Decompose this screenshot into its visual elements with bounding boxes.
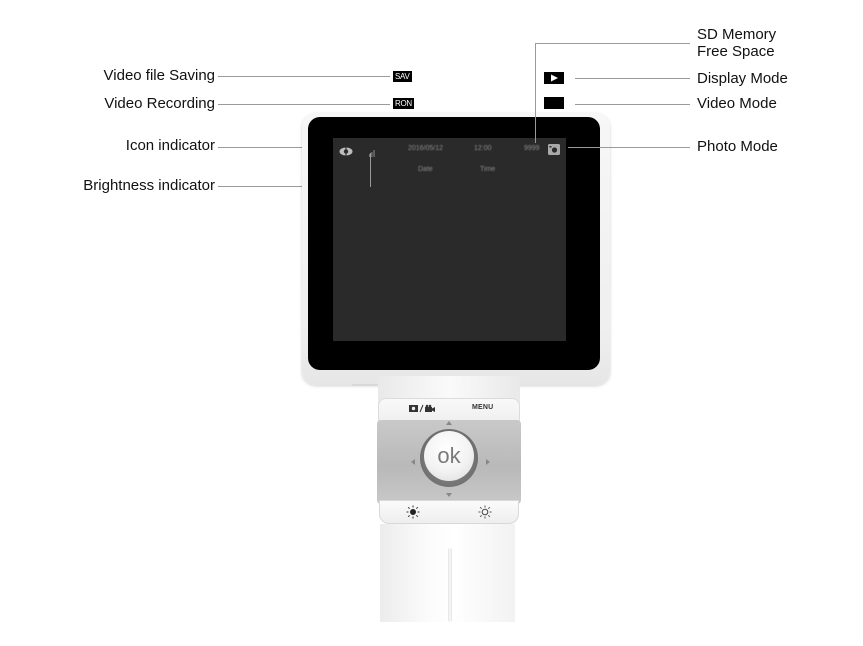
eye-icon <box>339 143 353 161</box>
callout-icon-indicator: Icon indicator <box>125 137 215 154</box>
top-button-strip <box>378 398 520 424</box>
dpad-right-button[interactable] <box>486 459 490 465</box>
leader-line <box>568 147 690 148</box>
menu-button[interactable]: MENU <box>472 404 494 411</box>
device-display-area <box>333 138 566 341</box>
handle-groove <box>448 548 452 622</box>
osd-date-label: Date <box>418 166 433 173</box>
device-handle <box>380 524 515 622</box>
leader-line <box>575 104 690 105</box>
play-icon <box>544 72 564 84</box>
callout-sd-memory-line2: Free Space <box>697 43 775 60</box>
leader-line <box>370 153 371 187</box>
osd-time-value: 12:00 <box>474 145 492 152</box>
brightness-down-button[interactable] <box>478 505 492 524</box>
brightness-up-button[interactable] <box>406 505 420 524</box>
leader-line <box>218 104 390 105</box>
leader-line <box>218 147 338 148</box>
sun-outline-icon <box>478 505 492 519</box>
photo-video-toggle-button[interactable] <box>409 404 435 415</box>
callout-display-mode: Display Mode <box>697 70 788 87</box>
callout-video-file-saving: Video file Saving <box>103 67 215 84</box>
leader-line <box>535 43 536 143</box>
osd-time-label: Time <box>480 166 496 173</box>
leader-line <box>535 43 690 44</box>
callout-sd-memory-line1: SD Memory <box>697 26 777 43</box>
ok-button[interactable]: ok <box>424 431 474 481</box>
sun-filled-icon <box>406 505 420 519</box>
leader-line <box>575 78 690 79</box>
leader-line <box>218 76 390 77</box>
camera-icon <box>548 142 560 160</box>
dpad-down-button[interactable] <box>446 493 452 497</box>
callout-photo-mode: Photo Mode <box>697 138 778 155</box>
osd-sd-free-space: 9999 <box>524 145 540 152</box>
dpad-up-button[interactable] <box>446 421 452 425</box>
callout-video-recording: Video Recording <box>104 95 215 112</box>
brightness-level-icon <box>369 144 375 162</box>
sav-badge-icon: SAV <box>393 71 412 82</box>
callout-video-mode: Video Mode <box>697 95 777 112</box>
osd-date-value: 2016/05/12 <box>408 145 444 152</box>
leader-line <box>218 186 370 187</box>
callout-brightness-indicator: Brightness indicator <box>83 177 215 194</box>
dpad-left-button[interactable] <box>411 459 415 465</box>
bezel-slot <box>352 384 382 386</box>
video-mode-black-square-icon <box>544 97 564 109</box>
bottom-button-strip <box>379 500 519 524</box>
ron-badge-icon: RON <box>393 98 414 109</box>
